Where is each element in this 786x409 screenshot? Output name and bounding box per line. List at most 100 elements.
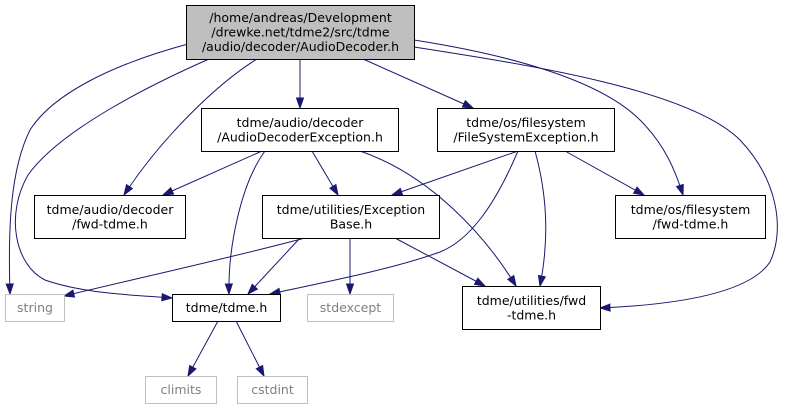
edge-tdme_h-to-cstdint: [235, 320, 265, 378]
node-box: [307, 294, 394, 322]
node-tdme-h[interactable]: tdme/tdme.h: [172, 294, 281, 322]
node-label-line: -tdme.h: [507, 307, 556, 322]
node-label-line: climits: [161, 382, 202, 397]
edge-arrowhead: [123, 183, 134, 197]
edge-arrowhead: [295, 97, 305, 110]
node-filesystem-exception-h[interactable]: tdme/os/filesystem/FileSystemException.h: [437, 108, 615, 152]
node-box: [201, 108, 399, 152]
edge-audio_decoder_exception_h-to-exception_base_h: [311, 150, 339, 197]
node-audio-decoder-exception-h[interactable]: tdme/audio/decoder/AudioDecoderException…: [201, 108, 399, 152]
node-box: [34, 195, 186, 239]
edge-audio_decoder_exception_h-to-utilities_fwd_tdme_h: [359, 150, 517, 288]
edge-audio_decoder_h-to-audio_decoder_exception_h: [295, 59, 305, 110]
edge-arrowhead: [161, 186, 175, 196]
edge-filesystem_exception_h-to-utilities_fwd_tdme_h: [534, 150, 547, 288]
edge-tdme_h-to-climits: [187, 320, 219, 378]
edge-arrowhead: [390, 187, 404, 196]
edge-audio_decoder_h-to-filesystem_exception_h: [362, 58, 475, 109]
edge-line: [391, 150, 519, 196]
edge-exception_base_h-to-utilities_fwd_tdme_h: [394, 237, 487, 287]
edge-arrowhead: [632, 186, 646, 196]
edge-line: [123, 58, 258, 196]
edge-arrowhead: [461, 99, 475, 109]
edge-audio_decoder_exception_h-to-tdme_h: [224, 150, 266, 296]
nodes-layer: /home/andreas/Development/drewke.net/tdm…: [5, 5, 766, 404]
node-box: [437, 108, 615, 152]
node-utilities-fwd-tdme-h[interactable]: tdme/utilities/fwd-tdme.h: [462, 286, 601, 330]
node-label-line: tdme/os/filesystem: [631, 202, 751, 217]
node-label-line: /audio/decoder/AudioDecoder.h: [202, 39, 399, 54]
edge-line: [413, 46, 778, 309]
edge-filesystem_exception_h-to-filesystem_fwd_tdme_h: [564, 150, 646, 196]
edge-exception_base_h-to-stdexcept: [345, 238, 355, 296]
node-label-line: /fwd-tdme.h: [653, 216, 729, 231]
edge-line: [362, 58, 474, 109]
node-label-line: tdme/audio/decoder: [47, 202, 175, 217]
edge-arrowhead: [537, 274, 547, 288]
node-label-line: stdexcept: [320, 300, 381, 315]
edge-line: [564, 150, 645, 196]
edge-line: [8, 43, 189, 295]
node-box: [186, 5, 415, 60]
edge-arrowhead: [62, 289, 76, 298]
edge-line: [413, 39, 684, 196]
edge-line: [247, 237, 301, 295]
node-stdexcept: stdexcept: [307, 294, 394, 322]
edge-arrowhead: [506, 274, 517, 288]
edge-line: [162, 150, 263, 196]
edge-arrowhead: [329, 183, 339, 197]
node-box: [145, 376, 217, 404]
node-box: [615, 195, 766, 239]
node-label-line: tdme/tdme.h: [186, 300, 268, 315]
edge-arrowhead: [598, 303, 611, 312]
node-box: [172, 294, 281, 322]
edge-filesystem_exception_h-to-exception_base_h: [390, 150, 519, 196]
edge-line: [269, 150, 519, 295]
node-string: string: [5, 294, 65, 322]
node-label-line: /fwd-tdme.h: [72, 216, 148, 231]
node-label-line: Base.h: [330, 216, 372, 231]
edge-line: [14, 58, 210, 299]
edge-line: [228, 150, 266, 295]
edge-arrowhead: [255, 364, 265, 378]
edge-arrowhead: [5, 283, 14, 296]
node-box: [262, 195, 440, 239]
node-box: [5, 294, 65, 322]
edge-audio_decoder_h-to-tdme_h: [14, 58, 210, 302]
node-label-line: /FileSystemException.h: [453, 129, 598, 144]
edge-arrowhead: [224, 283, 233, 296]
edge-line: [63, 237, 306, 297]
edge-audio_decoder_h-to-decoder_fwd_tdme_h: [123, 58, 258, 197]
node-climits: climits: [145, 376, 217, 404]
node-label-line: /drewke.net/tdme2/src/tdme: [211, 25, 389, 40]
edge-audio_decoder_h-to-utilities_fwd_tdme_h: [413, 46, 778, 312]
edges-layer: [5, 39, 778, 378]
edge-arrowhead: [675, 183, 684, 197]
edge-arrowhead: [246, 283, 259, 296]
node-filesystem-fwd-tdme-h[interactable]: tdme/os/filesystem/fwd-tdme.h: [615, 195, 766, 239]
node-decoder-fwd-tdme-h[interactable]: tdme/audio/decoder/fwd-tdme.h: [34, 195, 186, 239]
node-label-line: string: [17, 300, 53, 315]
edge-arrowhead: [473, 277, 487, 287]
edge-line: [394, 237, 486, 287]
edge-arrowhead: [161, 292, 174, 302]
node-label-line: tdme/os/filesystem: [466, 115, 586, 130]
edge-exception_base_h-to-string: [62, 237, 306, 298]
edge-line: [359, 150, 517, 287]
node-label-line: tdme/audio/decoder: [237, 115, 365, 130]
node-label-line: cstdint: [251, 382, 294, 397]
edge-arrowhead: [187, 364, 197, 378]
edge-audio_decoder_h-to-filesystem_fwd_tdme_h: [413, 39, 684, 197]
node-box: [237, 376, 308, 404]
node-cstdint: cstdint: [237, 376, 308, 404]
edge-audio_decoder_h-to-string: [5, 43, 189, 296]
edge-audio_decoder_exception_h-to-decoder_fwd_tdme_h: [161, 150, 263, 196]
node-label-line: tdme/utilities/Exception: [277, 202, 425, 217]
edge-exception_base_h-to-tdme_h: [246, 237, 301, 296]
node-label-line: /AudioDecoderException.h: [217, 129, 383, 144]
edge-line: [534, 150, 547, 287]
edge-arrowhead: [345, 283, 355, 296]
node-audio-decoder-h[interactable]: /home/andreas/Development/drewke.net/tdm…: [186, 5, 415, 60]
